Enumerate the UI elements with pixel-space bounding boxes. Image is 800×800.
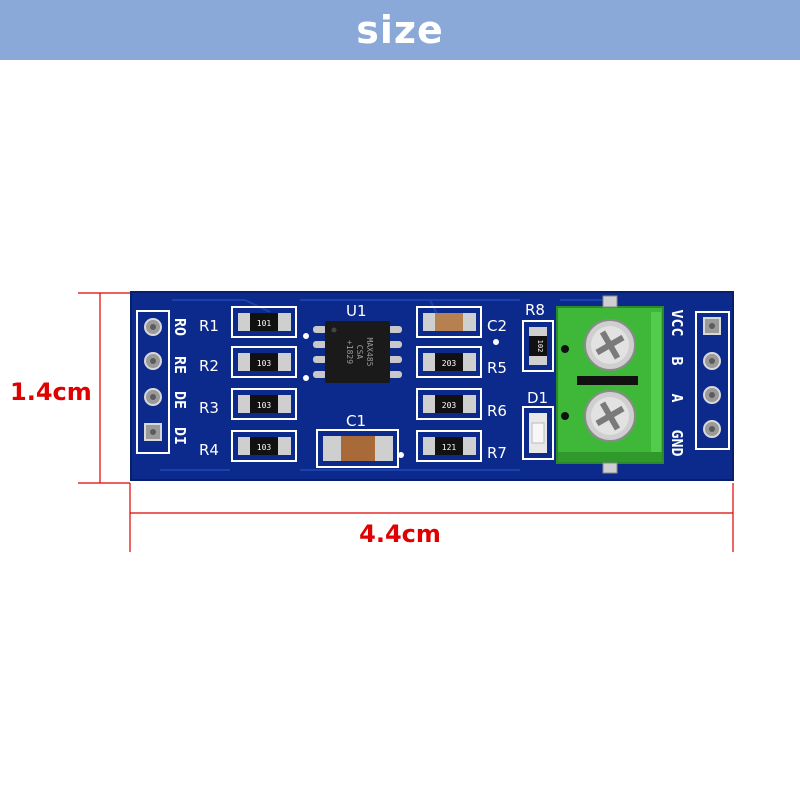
resistor-r2: 103 — [231, 346, 297, 378]
width-label: 4.4cm — [359, 520, 441, 548]
resistor-r3: 103 — [231, 388, 297, 420]
pin-label-ro: RO — [171, 318, 189, 336]
label-r8: R8 — [525, 301, 545, 319]
screw-top — [584, 319, 636, 371]
header-bar: size — [0, 0, 800, 60]
page-title: size — [356, 8, 444, 52]
resistor-r5: 203 — [416, 346, 482, 378]
pin-label-re: RE — [171, 356, 189, 374]
svg-text:101: 101 — [257, 319, 272, 328]
screw-terminal — [556, 295, 664, 474]
led-d1 — [522, 406, 554, 460]
pin-label-gnd: GND — [668, 429, 686, 456]
label-r2: R2 — [199, 357, 219, 375]
resistor-r6: 203 — [416, 388, 482, 420]
svg-text:+1829: +1829 — [345, 340, 354, 364]
height-dimension — [78, 292, 130, 484]
pin-label-b: B — [668, 356, 686, 365]
capacitor-c1 — [316, 429, 399, 468]
svg-text:MAX485: MAX485 — [365, 338, 374, 367]
pin-label-vcc: VCC — [668, 309, 686, 336]
height-label: 1.4cm — [10, 378, 92, 406]
svg-text:203: 203 — [442, 401, 457, 410]
label-r3: R3 — [199, 399, 219, 417]
label-d1: D1 — [527, 389, 548, 407]
resistor-r4: 103 — [231, 430, 297, 462]
pcb-traces — [160, 299, 610, 471]
svg-text:103: 103 — [257, 359, 272, 368]
left-header — [136, 310, 170, 454]
label-c1: C1 — [346, 412, 366, 430]
right-header — [695, 311, 730, 450]
width-dimension — [129, 483, 734, 552]
svg-text:103: 103 — [257, 443, 272, 452]
label-c2: C2 — [487, 317, 507, 335]
label-r4: R4 — [199, 441, 219, 459]
label-r7: R7 — [487, 444, 507, 462]
label-u1: U1 — [346, 302, 367, 320]
ic-u1: MAX485 CSA +1829 — [313, 321, 402, 383]
svg-text:CSA: CSA — [355, 345, 364, 360]
svg-text:103: 103 — [257, 401, 272, 410]
label-r5: R5 — [487, 359, 507, 377]
label-r1: R1 — [199, 317, 219, 335]
label-r6: R6 — [487, 402, 507, 420]
svg-text:102: 102 — [536, 340, 544, 353]
pin-label-di: DI — [171, 427, 189, 445]
screw-bottom — [584, 390, 636, 442]
resistor-r7: 121 — [416, 430, 482, 462]
svg-text:203: 203 — [442, 359, 457, 368]
pin-label-de: DE — [171, 391, 189, 409]
svg-text:121: 121 — [442, 443, 457, 452]
pin-label-a: A — [668, 393, 686, 402]
resistor-r1: 101 — [231, 306, 297, 338]
resistor-r8: 102 — [522, 320, 554, 372]
capacitor-c2 — [416, 306, 482, 338]
